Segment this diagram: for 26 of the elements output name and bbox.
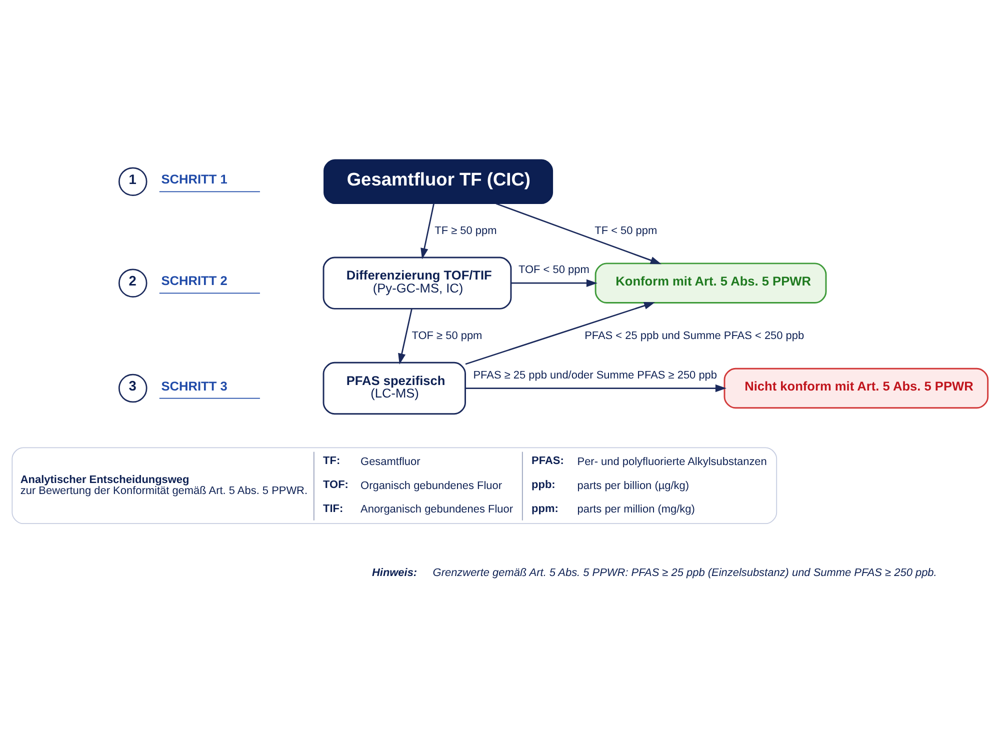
node-box: PFAS spezifisch (LC-MS) xyxy=(322,362,466,415)
label: Grenzwerte gemäß Art. 5 Abs. 5 PPWR: PFAS ≥ 25 ppb (Einzelsubstanz) und Summe PFAS ≥ 250 ppb. xyxy=(432,566,937,579)
edge-label: TOF ≥ 50 ppm xyxy=(412,330,482,342)
arrow xyxy=(465,302,656,365)
node-box: Konform mit Art. 5 Abs. 5 PPWR xyxy=(594,262,827,304)
label: Hinweis: xyxy=(372,566,418,579)
node-label: SCHRITT 1 xyxy=(161,172,228,187)
edge-label: PFAS < 25 ppb und Summe PFAS < 250 ppb xyxy=(584,330,804,342)
arrow xyxy=(465,384,726,392)
node-box: Differenzierung TOF/TIF (Py-GC-MS, IC) xyxy=(322,256,512,310)
edge-label: TOF < 50 ppm xyxy=(518,264,590,276)
arrow xyxy=(511,279,598,287)
node-label: SCHRITT 2 xyxy=(161,273,228,288)
node-box: Gesamtfluor TF (CIC) xyxy=(324,159,554,204)
arrow xyxy=(420,204,434,260)
edge-label: PFAS ≥ 25 ppb und/oder Summe PFAS ≥ 250 ppb xyxy=(473,369,718,382)
edge-label: TF < 50 ppm xyxy=(594,224,658,237)
arrow xyxy=(398,308,412,364)
node-box: Analytischer Entscheidungsweg zur Bewertung der Konformität gemäß Art. 5 Abs. 5 PPWR. TF: Gesamtfluor PFAS: Per- und polyfluorierte Alkylsubstanzen TOF: Organisch gebundenes Fluor ppb: parts per billion (µg/kg) TIF: Anorganisch gebundenes Fluor ppm: parts per million (mg/kg) xyxy=(12,447,778,524)
arrow xyxy=(496,203,662,264)
node-label: SCHRITT 3 xyxy=(161,378,228,394)
node-box: Nicht konform mit Art. 5 Abs. 5 PPWR xyxy=(724,368,989,409)
edge-label: TF ≥ 50 ppm xyxy=(434,224,497,237)
node-circle: 3 xyxy=(118,374,148,403)
node-circle: 2 xyxy=(118,268,148,298)
node-circle: 1 xyxy=(118,167,148,196)
